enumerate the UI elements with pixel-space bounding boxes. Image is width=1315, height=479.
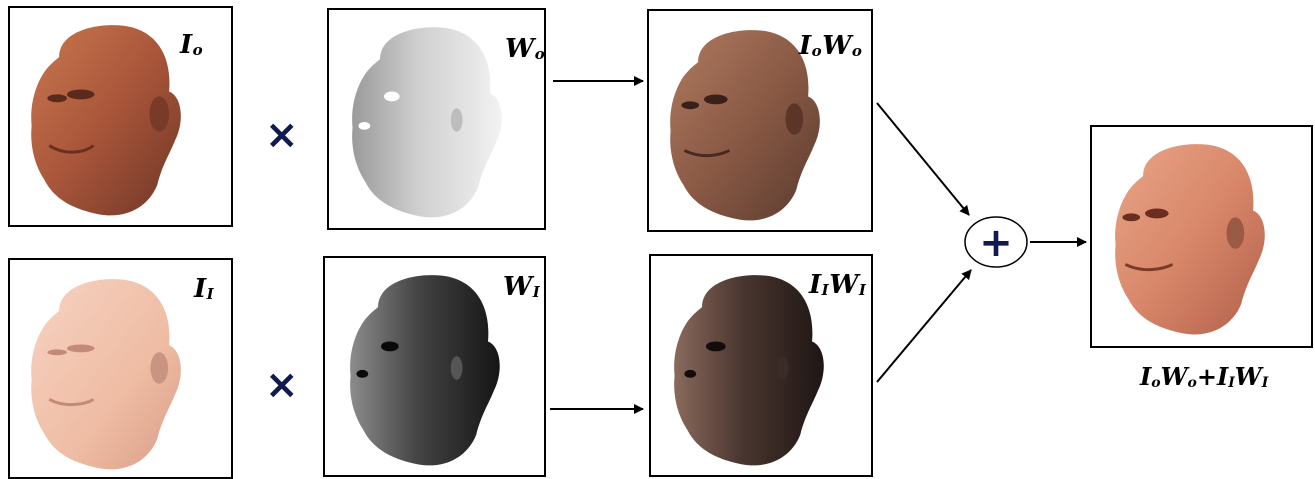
arrow-i1w1-to-plus — [876, 269, 972, 383]
panel-result — [1090, 125, 1313, 348]
panel-i0: Io — [8, 6, 233, 227]
arrow-i0w0-to-plus — [876, 102, 970, 216]
label-w0: Wo — [505, 34, 546, 64]
label-i0: Io — [180, 30, 204, 60]
weight-map-icon — [352, 27, 502, 218]
label-i1w1: IIWI — [809, 270, 867, 300]
panel-w0: Wo — [327, 8, 546, 230]
face-render-icon — [31, 25, 181, 216]
panel-i0w0: IoWo — [647, 9, 873, 232]
panel-i1w1: IIWI — [649, 254, 873, 477]
result-caption: IoWo+IIWI — [1140, 362, 1269, 391]
multiply-top-icon: × — [265, 112, 299, 158]
label-i0w0: IoWo — [799, 31, 863, 61]
plus-symbol: + — [979, 220, 1013, 266]
multiply-bottom-icon: × — [265, 362, 299, 408]
label-i1: II — [194, 274, 215, 304]
face-render-icon — [1115, 144, 1265, 335]
label-w1: WI — [503, 272, 541, 302]
panel-i1: II — [8, 258, 233, 479]
face-render-icon — [674, 275, 824, 466]
plus-circle-icon — [964, 216, 1028, 268]
panel-w1: WI — [323, 256, 546, 477]
face-render-icon — [670, 30, 820, 221]
face-render-icon — [31, 279, 181, 470]
weight-map-icon — [350, 275, 500, 466]
